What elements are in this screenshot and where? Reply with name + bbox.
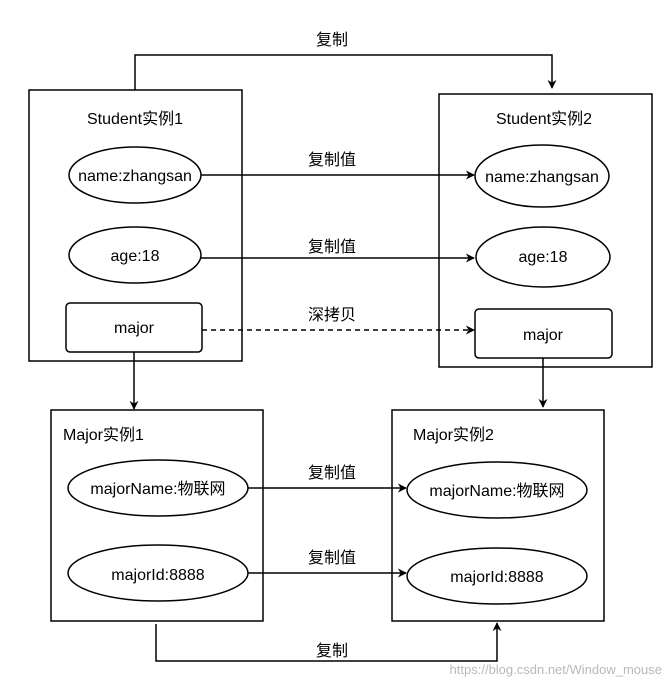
- major-deepcopy-label: 深拷贝: [308, 306, 356, 324]
- student-2-major-text: major: [523, 327, 564, 344]
- major-2-id-text: majorId:8888: [450, 569, 543, 586]
- major-1-name-text: majorName:物联网: [90, 480, 225, 498]
- student-2-age-text: age:18: [519, 249, 568, 266]
- major-instance-2-title: Major实例2: [413, 426, 494, 444]
- student-2-name-field: [474, 144, 610, 208]
- major-2-id-field: [406, 547, 588, 605]
- name-copy-label: 复制值: [308, 151, 356, 169]
- copy-connector-bottom: [155, 622, 502, 662]
- student-1-major-text: major: [114, 320, 155, 337]
- major-1-id-text: majorId:8888: [111, 567, 204, 584]
- copy-connector-top: [134, 54, 557, 90]
- age-copy-label: 复制值: [308, 238, 356, 256]
- majorId-copy-label: 复制值: [308, 549, 356, 567]
- student-1-age-text: age:18: [111, 248, 160, 265]
- student-1-name-text: name:zhangsan: [78, 168, 192, 185]
- major-instance-1-title: Major实例1: [63, 426, 144, 444]
- student-2-age-field: [475, 226, 611, 288]
- student-instance-2-title: Student实例2: [496, 110, 592, 128]
- majorName-copy-label: 复制值: [308, 464, 356, 482]
- student-2-name-text: name:zhangsan: [485, 169, 599, 186]
- student-1-age-field: [68, 226, 202, 284]
- major-2-name-text: majorName:物联网: [429, 482, 564, 500]
- student-instance-1-title: Student实例1: [87, 110, 183, 128]
- major-2-name-field: [406, 461, 588, 519]
- copy-label-top: 复制: [316, 31, 348, 49]
- watermark: https://blog.csdn.net/Window_mouse: [450, 662, 662, 677]
- copy-label-bottom: 复制: [316, 642, 348, 660]
